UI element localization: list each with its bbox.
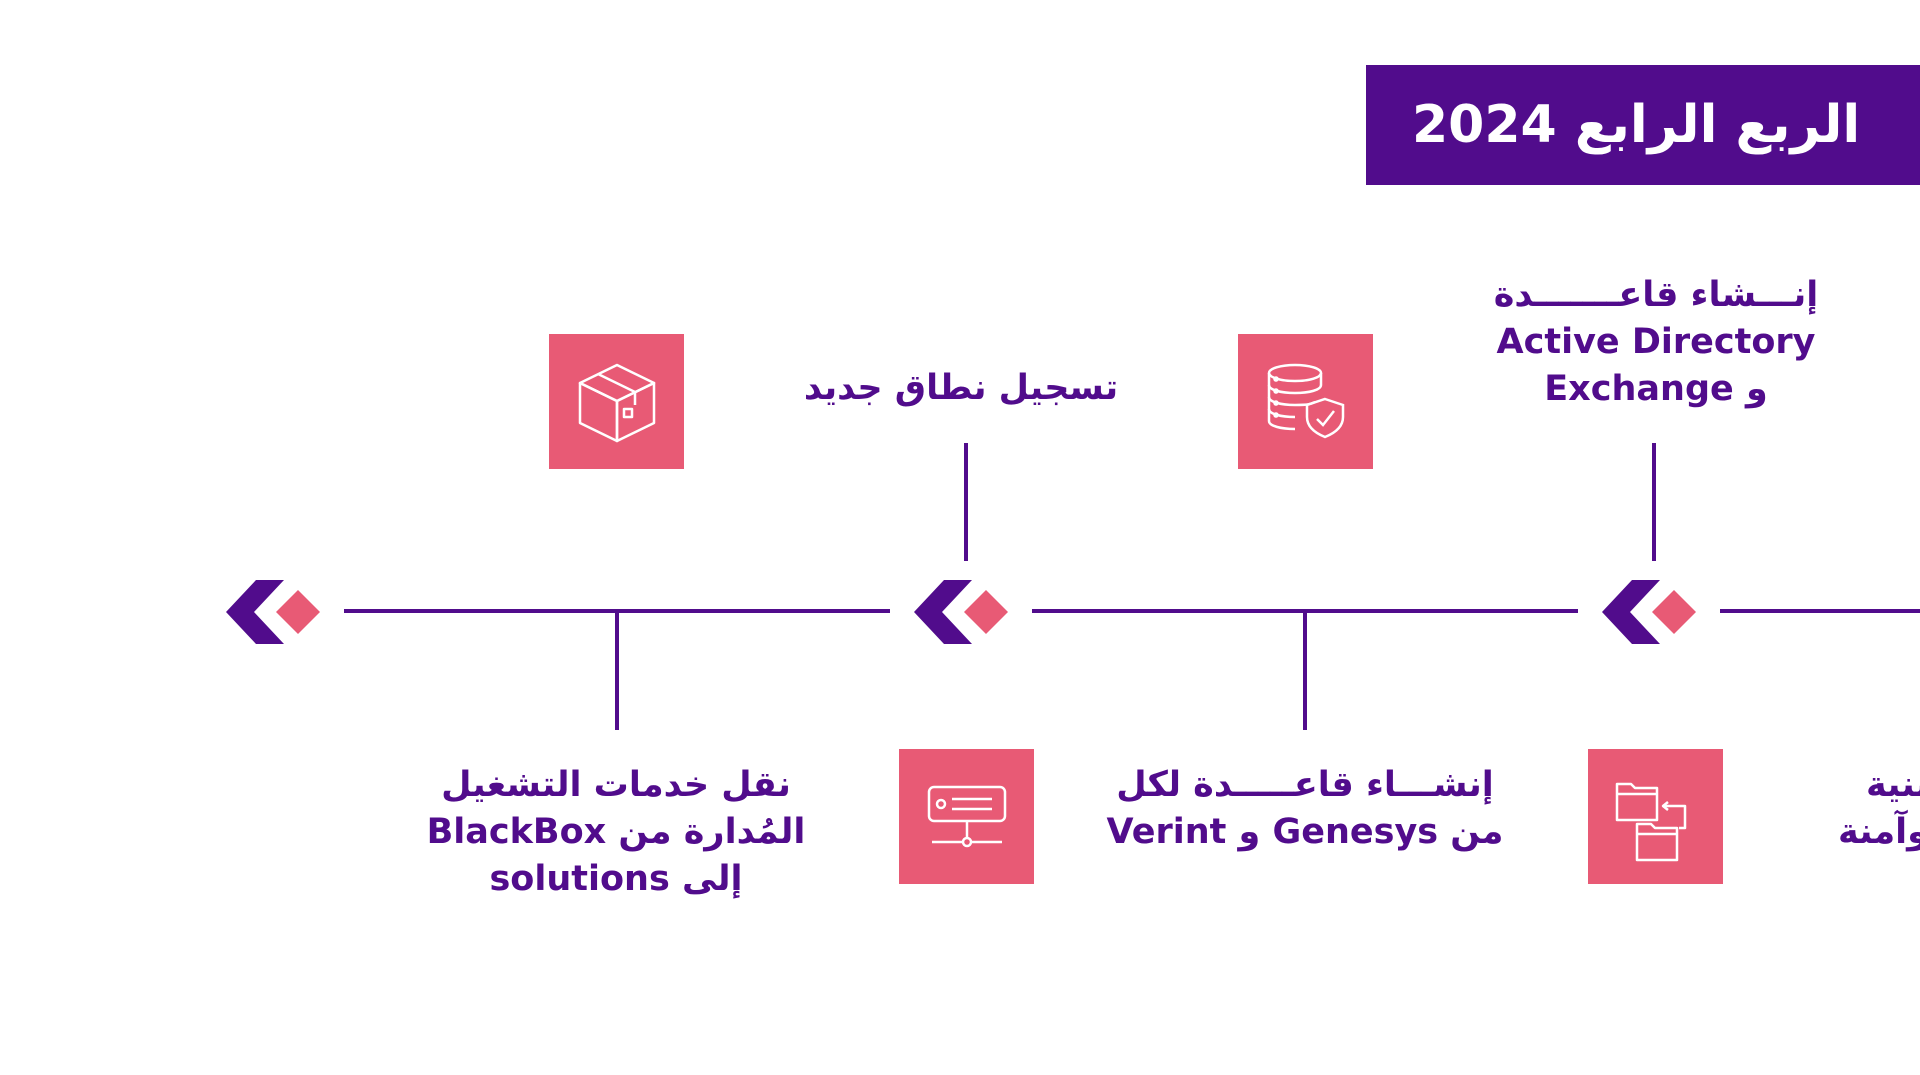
connector-line [1652, 443, 1656, 561]
connector-line [615, 611, 619, 730]
package-box-tile [549, 334, 684, 469]
timeline-marker-icon [914, 580, 1008, 644]
label-line: نقل خدمات التشغيل [441, 765, 791, 805]
timeline-marker-icon [226, 580, 320, 644]
label-line: إنشـــاء قاعـــــدة لكل [1116, 765, 1494, 805]
label-line: من Genesys و Verint [1106, 812, 1504, 852]
milestone-label-active-directory: إنـــشاء قاعـــــــدة Active Directory E… [1494, 272, 1818, 413]
label-line: المُدارة من BlackBox [426, 812, 806, 852]
connector-line [1303, 611, 1307, 730]
database-shield-tile [1238, 334, 1373, 469]
milestone-label-blackbox: نقل خدمات التشغيل المُدارة من BlackBox إ… [427, 762, 806, 903]
label-line: Exchange و [1544, 369, 1768, 409]
label-line: تسجيل نطاق جديد [803, 368, 1119, 408]
label-line: إلى solutions [489, 859, 743, 899]
package-box-icon [578, 363, 655, 442]
milestone-label-new-domain: تسجيل نطاق جديد [804, 365, 1118, 412]
timeline-marker-icon [1602, 580, 1696, 644]
label-line: Active Directory [1496, 322, 1816, 362]
folder-transfer-tile [1588, 749, 1723, 884]
folder-transfer-icon [1615, 782, 1686, 861]
server-network-tile [899, 749, 1034, 884]
label-line: إنـــشاء قاعـــــــدة [1493, 275, 1819, 315]
milestone-label-genesys-verint: إنشـــاء قاعـــــدة لكل من Genesys و Ver… [1107, 762, 1504, 856]
label-line: بنية [1865, 765, 1920, 805]
quarter-title: الربع الرابع 2024 [1412, 95, 1861, 155]
database-shield-icon [1267, 363, 1344, 438]
connector-line [964, 443, 968, 561]
server-network-icon [927, 785, 1006, 847]
label-line: وآمنة [1838, 812, 1920, 852]
quarter-title-banner: الربع الرابع 2024 [1366, 65, 1920, 185]
milestone-label-infrastructure-clipped: بنية وآمنة [1838, 762, 1920, 856]
timeline-line [1720, 609, 1920, 613]
